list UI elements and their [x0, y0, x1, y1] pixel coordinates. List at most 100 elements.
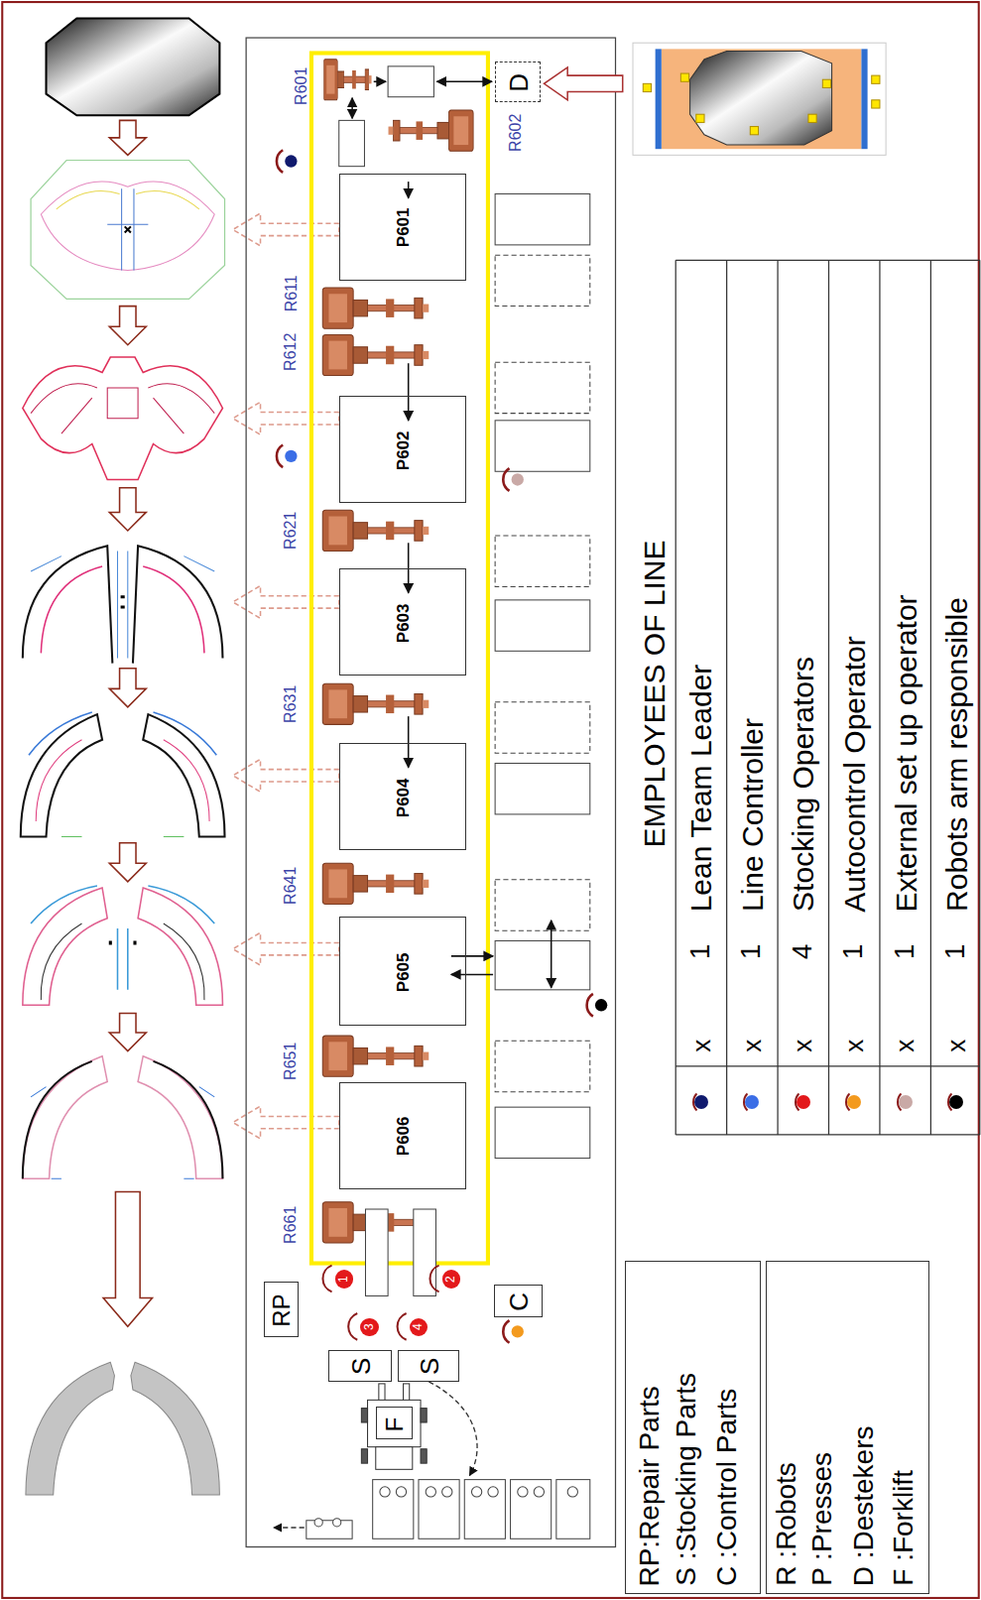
blank-pallet-picture: [871, 75, 880, 84]
table-multiplier: x: [942, 1039, 972, 1053]
operator-marker: [322, 1265, 332, 1293]
part-drawing: [22, 885, 224, 1005]
robot-arm: [322, 1035, 429, 1077]
press-output-arrow: [233, 585, 340, 618]
blank-pallet-picture: [680, 73, 689, 82]
press-box: P602: [339, 395, 468, 503]
robot-label: R631: [282, 685, 301, 724]
legend-swatch: [796, 1095, 811, 1109]
storage-rack: [510, 1479, 552, 1540]
die-storage-dashed: [494, 362, 591, 413]
operator-marker: [397, 1313, 407, 1341]
storage-rack: [488, 1486, 498, 1497]
die-storage-box: [494, 193, 591, 1158]
part-drawing: [22, 545, 224, 663]
robot-arm: [322, 509, 429, 551]
operator-number: 4: [409, 1318, 429, 1338]
blank-pallet-picture: [822, 79, 831, 88]
blank-pallet-picture: [632, 42, 886, 155]
legend-text: Lean Team Leader: [684, 663, 718, 912]
table-count: 1: [941, 943, 973, 960]
press-output-arrow: [233, 758, 340, 792]
die-storage-dashed: [494, 879, 591, 931]
operator-marker: [284, 450, 297, 463]
finished-parts: [25, 1361, 220, 1495]
finished-parts: [25, 1361, 115, 1495]
blank-pallet-picture: [690, 50, 833, 145]
die-storage-dashed: [494, 535, 591, 587]
operator-marker: [511, 1325, 524, 1338]
flow-arrow: [109, 843, 146, 882]
blank-pallet-picture: [871, 100, 880, 109]
die-storage-dashed: [494, 702, 591, 753]
storage-rack: [567, 1486, 578, 1497]
transport-path: [273, 1381, 478, 1528]
table-multiplier: x: [840, 1039, 869, 1053]
motion-arrow: [436, 81, 492, 84]
part-drawing: [28, 712, 217, 755]
part-drawing: [22, 357, 224, 480]
part-drawing: [30, 160, 225, 300]
operator-number: 1: [335, 1269, 355, 1289]
operator-marker: [284, 154, 297, 167]
storage-rack: [372, 1479, 414, 1540]
node-label: P604: [393, 777, 413, 818]
part-drawing: [22, 1056, 224, 1179]
node-label: S: [347, 1357, 376, 1375]
forklift-drawing: [378, 1383, 385, 1403]
node-label: P602: [393, 430, 413, 471]
flow-arrow: [109, 668, 146, 708]
robot-label: R651: [282, 1042, 301, 1081]
node-label: P601: [393, 208, 413, 248]
operator-marker: [502, 1320, 509, 1344]
destacker-box: D: [494, 61, 541, 103]
forklift-box: F: [375, 1406, 413, 1440]
node-label: F :Forklift: [888, 1470, 920, 1587]
motion-arrow: [451, 974, 493, 977]
robot-arm: [323, 59, 371, 101]
flow-arrow: [109, 488, 146, 531]
operator-marker: [595, 998, 608, 1011]
node-label: P605: [393, 952, 413, 992]
node-label: 2: [444, 1275, 458, 1283]
node-label: D :Destekers: [848, 1425, 879, 1587]
storage-rack: [379, 1486, 390, 1497]
blank-sheet: [46, 18, 221, 117]
storage-rack: [306, 1520, 353, 1540]
legend-text: Line Controller: [735, 718, 769, 912]
forklift-drawing: [367, 1399, 421, 1447]
safety-fence: [311, 52, 489, 1263]
robot-label: R621: [282, 511, 301, 550]
operator-number: 2: [442, 1269, 462, 1289]
legend-swatch: [744, 1095, 759, 1109]
blank-loading-arrow: [544, 67, 623, 101]
part-drawing: [35, 739, 210, 822]
line-area: [245, 37, 615, 1547]
blank-loading-arrow: [544, 67, 623, 101]
node-label: P603: [393, 603, 413, 643]
forklift-drawing: [375, 1447, 413, 1471]
robot-arm: [322, 287, 429, 329]
part-drawing: [22, 1056, 224, 1179]
die-storage-dashed: [494, 254, 591, 1093]
storage-rack: [395, 1486, 406, 1497]
part-drawing: [30, 550, 215, 658]
blank-pallet-picture: [655, 48, 662, 149]
table-title: EMPLOYEES OF LINE: [636, 540, 670, 849]
operator-marker: [276, 149, 608, 1344]
stocking-parts-box: S: [397, 1349, 460, 1383]
node-label: S: [415, 1357, 445, 1375]
forklift-drawing: [420, 1449, 427, 1464]
robot-arm: [322, 862, 429, 904]
storage-rack: [333, 1518, 342, 1527]
node-label: 4: [411, 1324, 425, 1332]
robot-arm: [388, 110, 475, 151]
robot-label: R611: [282, 275, 301, 313]
motion-arrow: [352, 81, 552, 987]
part-drawing: [30, 160, 225, 300]
transport-path: [273, 1526, 305, 1528]
part-drawing: [121, 597, 125, 608]
press-output-arrow: [233, 932, 340, 966]
